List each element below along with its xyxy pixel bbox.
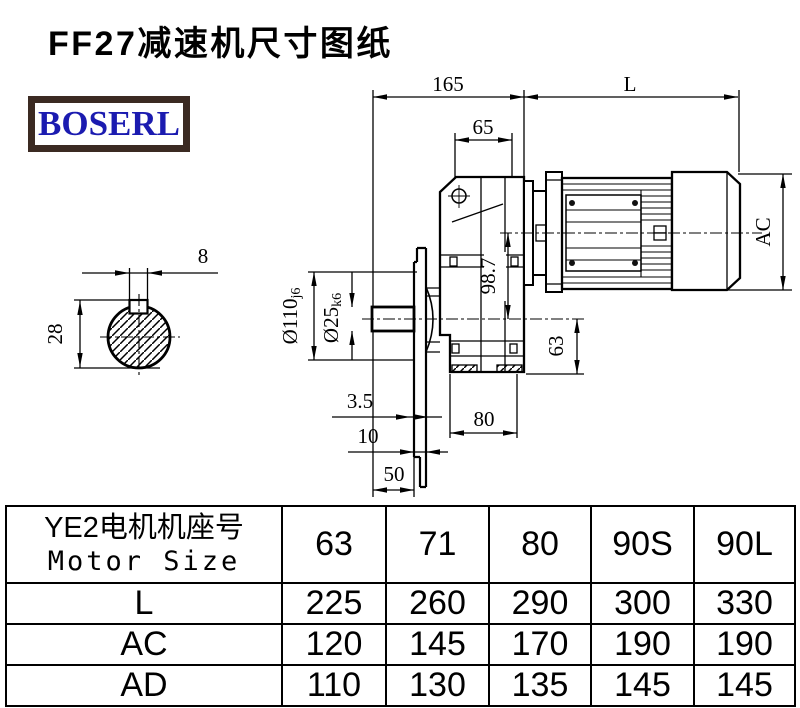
value-L-90S: 300 <box>590 582 695 625</box>
boserl-logo: BOSERL <box>28 96 190 152</box>
value-AC-71: 145 <box>385 623 490 666</box>
boserl-logo-text: BOSERL <box>38 104 180 143</box>
value-AD-80: 135 <box>488 664 592 707</box>
value-L-90L: 330 <box>693 582 796 625</box>
motor-endbell <box>545 171 563 293</box>
row-label-L: L <box>5 582 283 625</box>
motor-size-table: YE2电机机座号 Motor Size 63 71 80 90S 90L L 2… <box>5 505 796 707</box>
value-AC-90S: 190 <box>590 623 695 666</box>
dim-80-label: 80 <box>474 407 495 431</box>
value-L-71: 260 <box>385 582 490 625</box>
motor-size-90S: 90S <box>590 505 695 584</box>
dim-L-label: L <box>624 72 637 96</box>
dim-110-label: Ø110j6 <box>278 288 304 345</box>
dim-63-label: 63 <box>544 336 568 357</box>
value-AC-80: 170 <box>488 623 592 666</box>
table-header-motor-size: YE2电机机座号 Motor Size <box>5 505 283 584</box>
value-AC-90L: 190 <box>693 623 796 666</box>
value-AC-63: 120 <box>281 623 387 666</box>
row-label-AD: AD <box>5 664 283 707</box>
value-L-80: 290 <box>488 582 592 625</box>
motor-size-80: 80 <box>488 505 592 584</box>
motor-size-71: 71 <box>385 505 490 584</box>
mounting-flange <box>412 246 428 489</box>
motor-size-63: 63 <box>281 505 387 584</box>
table-row-L: L 225 260 290 300 330 <box>5 582 796 625</box>
dim-98.7-label: 98.7 <box>476 258 500 295</box>
dim-165-label: 165 <box>432 72 464 96</box>
page-title: FF27减速机尺寸图纸 <box>48 25 393 63</box>
value-L-63: 225 <box>281 582 387 625</box>
dim-25-label: Ø25k6 <box>319 293 345 343</box>
value-AD-71: 130 <box>385 664 490 707</box>
dimension-drawing: 165 L 65 AC 63 98.7 Ø110j6 Ø25k6 3.5 10 … <box>43 72 792 497</box>
motor-size-90L: 90L <box>693 505 796 584</box>
dim-10-label: 10 <box>358 424 379 448</box>
value-AD-63: 110 <box>281 664 387 707</box>
dim-8-label: 8 <box>198 244 209 268</box>
dim-28-label: 28 <box>43 324 67 345</box>
dim-3.5-label: 3.5 <box>347 389 373 413</box>
row-label-AC: AC <box>5 623 283 666</box>
fan-cowl <box>670 170 742 292</box>
dim-50-label: 50 <box>384 462 405 486</box>
dim-AC-label: AC <box>751 217 775 246</box>
value-AD-90S: 145 <box>590 664 695 707</box>
dim-65-label: 65 <box>473 115 494 139</box>
value-AD-90L: 145 <box>693 664 796 707</box>
table-row-AD: AD 110 130 135 145 145 <box>5 664 796 707</box>
table-row-AC: AC 120 145 170 190 190 <box>5 623 796 666</box>
